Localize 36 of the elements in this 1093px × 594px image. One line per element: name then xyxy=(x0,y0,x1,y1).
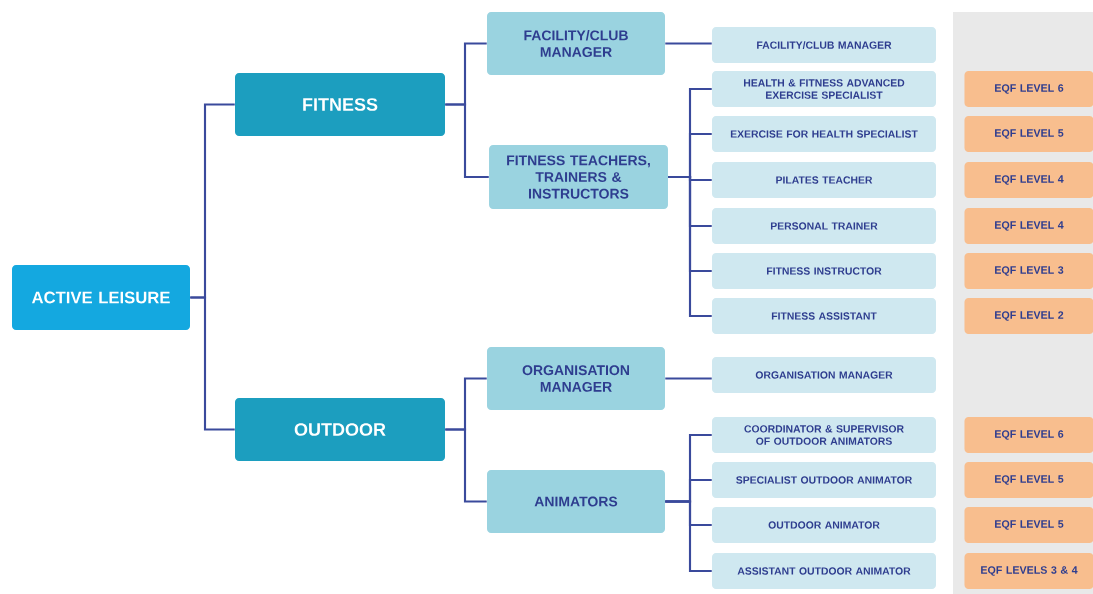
level-box: EQF LEVELS 3 & 4 xyxy=(964,553,1093,589)
subcategory-box: FACILITY/CLUB MANAGER xyxy=(487,12,665,75)
level-box: EQF LEVEL 3 xyxy=(964,253,1093,289)
subcategory-box: ORGANISATION MANAGER xyxy=(487,347,665,410)
root-box: ACTIVE LEISURE xyxy=(12,264,190,331)
connector-line xyxy=(445,428,487,503)
connector-line xyxy=(665,500,712,573)
level-box: EQF LEVEL 6 xyxy=(964,71,1093,107)
level-box: EQF LEVEL 4 xyxy=(964,162,1093,198)
role-box: EXERCISE FOR HEALTH SPECIALIST xyxy=(712,116,936,152)
connector-line xyxy=(668,175,712,318)
role-box: SPECIALIST OUTDOOR ANIMATOR xyxy=(712,462,936,498)
connector-line xyxy=(445,103,489,179)
level-box: EQF LEVEL 5 xyxy=(964,462,1093,498)
subcategory-box: FITNESS TEACHERS, TRAINERS & INSTRUCTORS xyxy=(489,145,668,209)
role-box: COORDINATOR & SUPERVISOR OF OUTDOOR ANIMATORS xyxy=(712,417,936,453)
role-box: PILATES TEACHER xyxy=(712,162,936,198)
role-box: FITNESS ASSISTANT xyxy=(712,298,936,334)
subcategory-box: ANIMATORS xyxy=(487,470,665,533)
category-box: OUTDOOR xyxy=(235,398,445,461)
role-box: PERSONAL TRAINER xyxy=(712,208,936,244)
role-box: ORGANISATION MANAGER xyxy=(712,357,936,393)
role-box: FITNESS INSTRUCTOR xyxy=(712,253,936,289)
role-box: FACILITY/CLUB MANAGER xyxy=(712,27,936,63)
connector-line xyxy=(665,377,712,380)
role-box: ASSISTANT OUTDOOR ANIMATOR xyxy=(712,553,936,589)
role-box: HEALTH & FITNESS ADVANCED EXERCISE SPECIALIST xyxy=(712,71,936,107)
level-box: EQF LEVEL 4 xyxy=(964,208,1093,244)
role-box: OUTDOOR ANIMATOR xyxy=(712,507,936,543)
level-box: EQF LEVEL 6 xyxy=(964,417,1093,453)
level-box: EQF LEVEL 5 xyxy=(964,116,1093,152)
category-box: FITNESS xyxy=(235,73,445,136)
connector-line xyxy=(190,296,235,431)
connector-line xyxy=(665,42,712,45)
level-box: EQF LEVEL 5 xyxy=(964,507,1093,543)
level-box: EQF LEVEL 2 xyxy=(964,298,1093,334)
